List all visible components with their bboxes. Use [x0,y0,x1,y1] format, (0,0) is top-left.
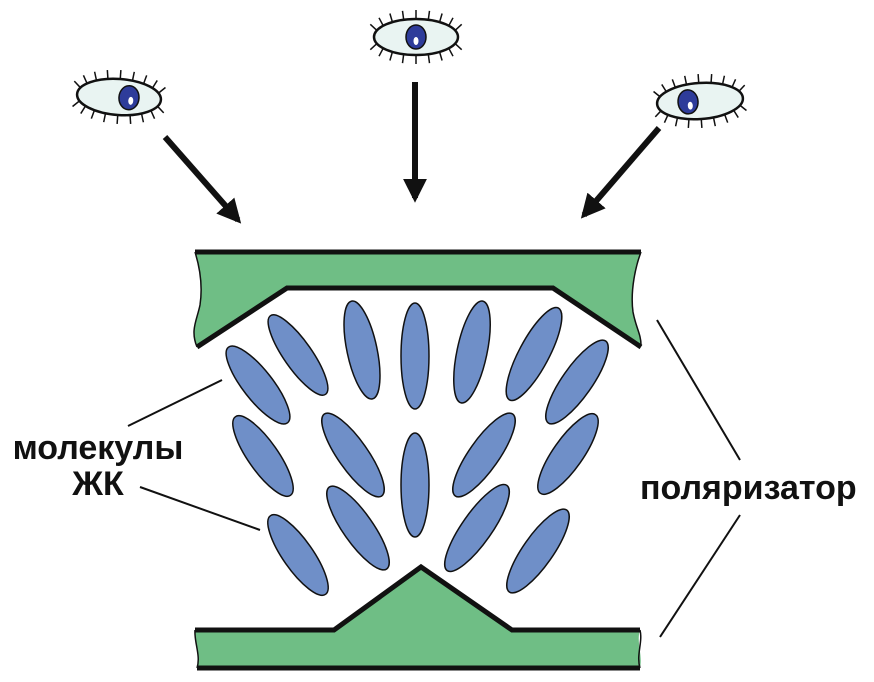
eyelash [369,23,378,31]
arrow-icon-left [162,135,242,224]
eyelash [723,113,729,123]
eyelash [401,10,405,20]
eyelash [389,51,394,61]
lc-molecule [453,300,491,404]
lc-molecule [537,413,599,495]
iris [118,84,140,111]
eyelash [448,47,454,57]
lc-molecule [505,306,563,402]
lc-molecules [225,300,609,596]
eyelash [156,105,165,114]
lc-molecule [506,508,570,594]
polarizer-label: поляризатор [640,469,857,507]
lc-molecule [225,345,291,425]
eyelash [674,117,679,127]
eyelash [401,54,405,64]
eyelash [72,100,81,108]
lc-molecule [452,412,516,498]
eyelash [438,13,443,23]
eyelash [378,47,384,57]
eye-icon-center [369,10,463,64]
eyelash [80,105,87,114]
lc-molecule [545,339,609,425]
lc-molecule [267,314,329,396]
eyelash [389,13,394,23]
eyelash [721,75,726,85]
lc-molecule [400,432,430,538]
lc-molecule [326,485,390,571]
eyelash [102,113,107,123]
polarizer-top [193,252,641,347]
eyelash [140,113,145,123]
eyelash [683,75,688,85]
eyelash [710,73,713,84]
polarizer-bottom-side-left [194,629,199,669]
iris [677,89,699,115]
eyelash [150,110,156,120]
eyelash [712,117,717,127]
leader-polarizer-bottom [659,514,741,638]
eyelash [687,118,690,129]
polarizer-top-inner-edge [195,285,643,350]
lc-molecule [400,302,430,410]
polarizer-bottom-side-right [637,629,642,669]
eyelash [90,109,96,119]
eyelash [151,80,158,89]
eyelash [700,118,703,128]
eyelash [106,69,109,80]
eyelash [427,10,431,20]
leader-molecules-bottom [139,486,261,531]
polarizer-bottom [194,567,641,668]
eyelash [378,17,384,27]
eyelash [82,74,88,84]
pupil-highlight [128,96,134,105]
eyelash [448,17,454,27]
polarizer-top-side-right [631,251,642,346]
pupil-highlight [413,37,419,45]
eyelash [697,74,700,84]
eyelash [671,79,677,89]
eyelash [157,86,166,94]
lc-molecule [321,412,385,498]
eyelash [369,43,378,51]
lc-molecule [267,514,329,596]
polarizer-bottom-inner-edge [195,563,640,633]
lc-molecule [343,300,381,400]
molecules-label: молекулы ЖК [6,430,190,502]
eyelash [454,23,463,31]
eye-white [655,81,745,121]
eyelash [119,70,122,80]
eyelash [142,75,148,85]
lc-molecule [232,415,294,497]
eyelash [438,51,443,61]
leader-polarizer-top [656,319,741,461]
eyelash [116,114,119,124]
molecules-label-line1: молекулы [12,429,184,467]
polarizer-top-side-left [193,251,202,348]
eyelash [93,71,98,81]
eyelash [73,80,82,89]
molecules-label-line2: ЖК [72,465,124,503]
eyelash [454,43,463,51]
eyelash [427,54,431,64]
arrow-icon-right [580,126,662,219]
eye-icon-left [72,69,166,125]
eyelash [129,114,132,125]
eye-icon-right [653,73,747,129]
lc-molecule [443,483,511,573]
pupil-highlight [687,101,693,110]
leader-molecules-top [127,379,223,427]
eyelash [131,71,136,81]
